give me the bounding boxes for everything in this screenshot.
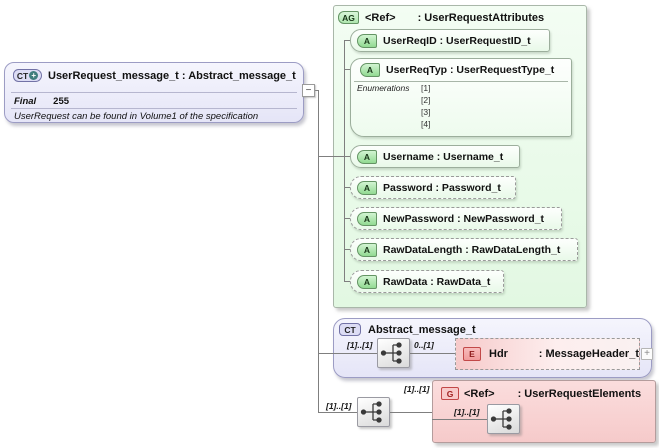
attribute-userreqid[interactable]: A UserReqID : UserRequestID_t [350,29,550,52]
enum-value: [1] [421,83,431,93]
attributegroup-type: : UserRequestAttributes [417,11,545,24]
attribute-label: RawData : RawData_t [383,275,491,288]
attribute-badge: A [360,63,380,77]
attribute-rawdatalength[interactable]: A RawDataLength : RawDataLength_t [350,238,578,261]
attribute-label: Password : Password_t [383,181,501,194]
attributegroup-name: <Ref> [365,11,396,24]
element-type: : MessageHeader_t [538,348,639,360]
enumerations-label: Enumerations [357,83,410,93]
complextype-badge-label: CT [16,70,29,81]
abstract-title: Abstract_message_t [368,323,476,336]
derived-plus-icon: + [29,71,39,80]
cardinality-label: [1]..[1] [347,340,373,350]
final-value: 255 [53,96,70,107]
element-badge: E [463,347,481,361]
attribute-badge: A [357,242,377,257]
attribute-badge: A [357,149,377,164]
attribute-label: UserReqID : UserRequestID_t [383,34,531,47]
complextype-badge: CT+ [13,69,42,82]
attribute-username[interactable]: A Username : Username_t [350,145,520,168]
cardinality-label: [1]..[1] [404,384,430,394]
enum-value: [4] [421,119,431,129]
divider [11,92,297,93]
group-userrequestelements-box[interactable]: G <Ref> : UserRequestElements [432,380,656,443]
complextype-title: UserRequest_message_t : Abstract_message… [48,69,296,82]
attribute-password[interactable]: A Password : Password_t [350,176,516,199]
group-type: : UserRequestElements [517,387,642,400]
attribute-rawdata[interactable]: A RawData : RawData_t [350,270,504,293]
enum-value: [2] [421,95,431,105]
sequence-icon[interactable] [357,397,390,427]
sequence-icon[interactable] [487,404,520,434]
divider [11,108,297,109]
attributegroup-badge: AG [338,11,359,24]
attribute-label: RawDataLength : RawDataLength_t [383,243,561,256]
annotation-note: UserRequest can be found in Volume1 of t… [14,111,259,122]
attribute-label: UserReqTyp : UserRequestType_t [386,64,555,76]
cardinality-label: [1]..[1] [454,407,480,417]
final-label: Final [14,96,37,107]
attribute-badge: A [357,274,377,289]
sequence-icon[interactable] [377,338,410,368]
attribute-label: Username : Username_t [383,150,504,163]
group-name: <Ref> [464,387,495,400]
attribute-label: NewPassword : NewPassword_t [383,212,545,225]
attribute-badge: A [357,180,377,195]
element-name: Hdr [489,348,508,360]
complextype-badge: CT [339,323,361,336]
attribute-badge: A [357,211,377,226]
group-badge: G [441,387,459,400]
attribute-newpassword[interactable]: A NewPassword : NewPassword_t [350,207,562,230]
element-hdr[interactable]: E Hdr : MessageHeader_t [455,338,640,370]
cardinality-label: 0..[1] [414,340,434,350]
attribute-badge: A [357,33,377,48]
collapse-toggle[interactable]: − [302,84,315,97]
enum-value: [3] [421,107,431,117]
cardinality-label: [1]..[1] [326,401,352,411]
attribute-userreqtyp[interactable]: A UserReqTyp : UserRequestType_t Enumera… [350,58,572,137]
complextype-userrequest-box[interactable]: CT+ UserRequest_message_t : Abstract_mes… [4,62,304,123]
expand-toggle[interactable]: + [641,348,653,360]
